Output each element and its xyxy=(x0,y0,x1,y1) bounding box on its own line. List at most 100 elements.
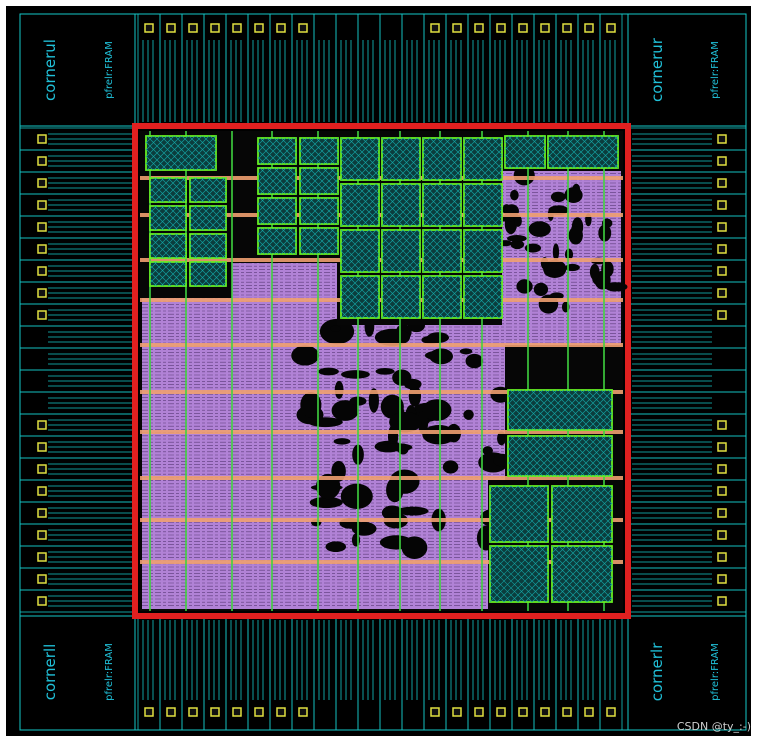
macro-hatch xyxy=(280,178,297,195)
macro-hatch xyxy=(547,139,577,169)
macro-hatch xyxy=(538,592,549,603)
macro-hatch xyxy=(266,167,294,195)
macro-hatch xyxy=(368,229,380,241)
macro-hatch xyxy=(354,155,380,181)
memory-macro xyxy=(463,183,503,227)
macro-hatch xyxy=(586,545,613,572)
macro-hatch xyxy=(450,215,462,227)
macro-hatch xyxy=(470,275,503,308)
macro-hatch xyxy=(443,275,462,294)
macro-hatch xyxy=(613,135,619,141)
macro-hatch xyxy=(593,457,613,477)
macro-hatch xyxy=(593,485,613,505)
macro-hatch xyxy=(273,201,297,225)
macro-hatch xyxy=(294,197,297,200)
macro-hatch xyxy=(167,135,203,171)
macro-hatch xyxy=(544,389,586,431)
macro-hatch xyxy=(507,389,530,412)
macro-hatch xyxy=(189,233,212,256)
macro-hatch xyxy=(484,229,503,248)
macro-hatch xyxy=(599,149,619,169)
macro-hatch xyxy=(189,271,205,287)
macro-hatch xyxy=(299,167,322,190)
macro-hatch xyxy=(361,300,380,319)
macro-hatch xyxy=(388,229,421,262)
bond-pad xyxy=(606,707,616,717)
macro-hatch xyxy=(507,447,537,477)
macro-hatch xyxy=(510,564,549,603)
void-patch xyxy=(601,260,614,278)
macro-hatch xyxy=(149,177,172,200)
macro-hatch xyxy=(207,233,227,253)
bond-pad xyxy=(562,23,572,33)
macro-hatch xyxy=(579,397,613,431)
macro-hatch xyxy=(517,545,549,577)
macro-hatch xyxy=(530,389,572,431)
macro-hatch xyxy=(181,233,187,239)
macro-hatch xyxy=(146,135,182,171)
macro-hatch xyxy=(322,227,339,244)
corner-lib-ul: pfrelr:FRAM xyxy=(104,41,115,99)
macro-hatch xyxy=(189,261,205,277)
bond-pad xyxy=(254,23,264,33)
macro-hatch xyxy=(503,497,549,543)
bond-pad xyxy=(166,23,176,33)
macro-hatch xyxy=(145,155,161,171)
macro-hatch xyxy=(443,208,462,227)
macro-hatch xyxy=(579,569,613,603)
macro-hatch xyxy=(167,183,187,203)
bond-pad xyxy=(717,530,727,540)
macro-hatch xyxy=(167,177,187,197)
bond-pad xyxy=(37,574,47,584)
macro-hatch xyxy=(504,160,513,169)
memory-macro xyxy=(381,183,421,227)
macro-hatch xyxy=(593,411,613,431)
macro-hatch xyxy=(429,148,462,181)
macro-hatch xyxy=(477,275,503,301)
macro-hatch xyxy=(457,268,462,273)
macro-hatch xyxy=(280,148,297,165)
macro-hatch xyxy=(429,240,462,273)
macro-hatch xyxy=(600,485,613,498)
macro-hatch xyxy=(514,137,546,169)
macro-hatch xyxy=(189,177,205,193)
macro-hatch xyxy=(504,139,534,169)
void-patch xyxy=(333,438,351,445)
macro-hatch xyxy=(174,190,187,203)
macro-hatch xyxy=(510,504,549,543)
macro-hatch xyxy=(600,590,613,603)
macro-hatch xyxy=(498,229,503,234)
macro-hatch xyxy=(477,155,503,181)
macro-hatch xyxy=(280,197,297,214)
power-stripe-h xyxy=(140,430,623,434)
macro-hatch xyxy=(395,183,421,209)
void-patch xyxy=(568,226,583,245)
macro-hatch xyxy=(257,172,280,195)
macro-hatch xyxy=(287,245,297,255)
macro-hatch xyxy=(315,197,339,221)
macro-hatch xyxy=(544,435,586,477)
macro-hatch xyxy=(491,275,503,287)
macro-hatch xyxy=(607,597,613,603)
macro-hatch xyxy=(457,137,462,142)
void-patch xyxy=(421,335,441,344)
macro-hatch xyxy=(181,281,187,287)
macro-hatch xyxy=(436,293,462,319)
macro-hatch xyxy=(436,137,462,163)
power-stripe-h xyxy=(140,518,623,522)
bond-pad xyxy=(496,23,506,33)
macro-hatch xyxy=(301,137,329,165)
macro-hatch xyxy=(149,233,165,249)
memory-macro xyxy=(149,233,187,259)
macro-hatch xyxy=(207,205,227,225)
corner-cell-ll: cornerll pfrelr:FRAM xyxy=(19,615,136,731)
macro-hatch xyxy=(221,177,227,183)
macro-hatch xyxy=(498,314,503,319)
macro-hatch xyxy=(504,135,527,158)
macro-hatch xyxy=(336,167,339,170)
macro-hatch xyxy=(436,229,462,255)
macro-hatch xyxy=(214,274,227,287)
macro-hatch xyxy=(361,162,380,181)
void-patch xyxy=(528,221,551,237)
macro-hatch xyxy=(273,231,297,255)
